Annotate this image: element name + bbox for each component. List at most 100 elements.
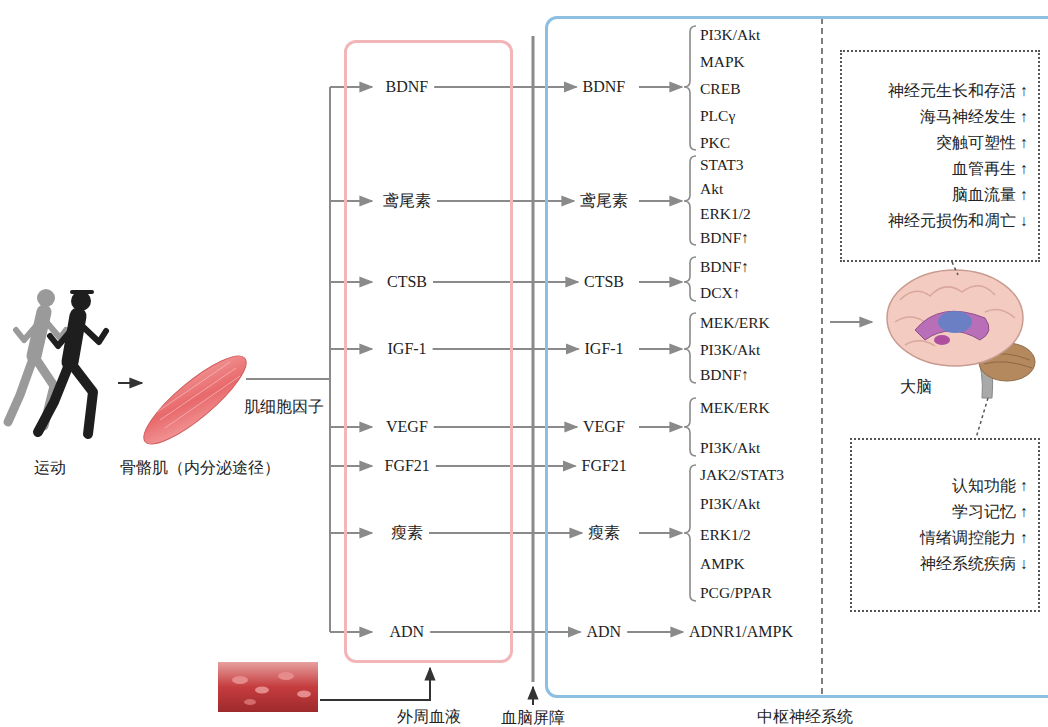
factor-node: IGF-1 [385, 338, 430, 360]
flow-arrow [830, 321, 872, 323]
pathway-label: CREB [700, 79, 740, 98]
connector-arrow [627, 631, 683, 633]
connector-arrow [434, 86, 576, 88]
factor-node: VEGF [383, 416, 431, 438]
factor-label: BDNF [386, 78, 429, 95]
effect-item: 神经元损伤和凋亡 ↓ [888, 208, 1028, 234]
effect-item: 神经元生长和存活 ↑ [888, 78, 1028, 104]
pathway-label: PI3K/Akt [700, 25, 760, 44]
factor-label: FGF21 [385, 457, 430, 474]
factor-node: ADNR1/AMPK [686, 621, 796, 643]
factor-node: BDNF [383, 76, 432, 98]
flow-arrow [118, 382, 142, 384]
branch-lines [246, 87, 372, 632]
barrier-line [532, 36, 535, 682]
callout-box: 神经元生长和存活 ↑海马神经发生 ↑突触可塑性 ↑血管再生 ↑脑血流量 ↑神经元… [840, 50, 1040, 262]
factor-label: VEGF [583, 418, 625, 435]
effect-item: 血管再生 ↑ [952, 156, 1028, 182]
factor-label: ADNR1/AMPK [689, 623, 793, 640]
factor-label: IGF-1 [585, 340, 624, 357]
effect-item: 情绪调控能力 ↑ [920, 525, 1028, 551]
factor-node: CTSB [384, 271, 430, 293]
factor-node: FGF21 [382, 455, 433, 477]
effect-item: 神经系统疾病 ↓ [920, 551, 1028, 577]
connector-arrow [429, 532, 582, 534]
pathway-label: PI3K/Akt [700, 438, 760, 457]
factor-node: IGF-1 [582, 338, 627, 360]
dashed-divider [821, 18, 823, 698]
factor-node: ADN [387, 621, 428, 643]
factor-label: 瘦素 [588, 524, 620, 541]
connector-arrow [437, 200, 574, 202]
pathway-label: AMPK [700, 554, 745, 573]
region-heading: 中枢神经系统 [757, 707, 853, 727]
effect-item: 海马神经发生 ↑ [920, 104, 1028, 130]
pathway-label: PI3K/Akt [700, 494, 760, 513]
pathway-label: STAT3 [700, 155, 744, 174]
pathway-label: BDNF↑ [700, 228, 749, 247]
pathway-label: BDNF↑ [700, 257, 749, 276]
factor-label: CTSB [387, 273, 427, 290]
runner-silhouette [8, 289, 106, 434]
pathway-label: Akt [700, 179, 723, 198]
pathway-label: BDNF↑ [700, 365, 749, 384]
factor-label: ADN [390, 623, 425, 640]
factor-node: ADN [584, 621, 625, 643]
caption-label: 大脑 [900, 377, 932, 396]
pathway-label: JAK2/STAT3 [700, 465, 784, 484]
factor-label: VEGF [386, 418, 428, 435]
caption-label: 骨骼肌（内分泌途径） [120, 458, 280, 477]
brace [684, 26, 696, 601]
factor-label: 鸢尾素 [580, 192, 628, 209]
blood-arrow [320, 668, 430, 700]
pathway-label: DCX↑ [700, 283, 740, 302]
pathway-label: PLCγ [700, 106, 735, 125]
leader-line [976, 398, 988, 438]
factor-label: ADN [587, 623, 622, 640]
caption-label: 血脑屏障 [501, 708, 565, 727]
callout-box: 认知功能 ↑学习记忆 ↑情绪调控能力 ↑神经系统疾病 ↓ [850, 438, 1040, 612]
pathway-label: ERK1/2 [700, 204, 751, 223]
factor-node: CTSB [581, 271, 627, 293]
factor-label: 鸢尾素 [383, 192, 431, 209]
factor-label: FGF21 [582, 457, 627, 474]
muscle-illustration [134, 344, 257, 455]
effect-item: 认知功能 ↑ [952, 473, 1028, 499]
pathway-label: MAPK [700, 52, 745, 71]
factor-node: VEGF [580, 416, 628, 438]
pathway-label: PI3K/Akt [700, 340, 760, 359]
brain-illustration [887, 270, 1035, 398]
leader-line [952, 262, 958, 275]
factor-node: FGF21 [579, 455, 630, 477]
factor-node: 鸢尾素 [577, 190, 631, 212]
leader-arrow [532, 687, 534, 705]
caption-label: 运动 [34, 458, 66, 477]
connector-arrow [434, 426, 577, 428]
pathway-arrows [639, 87, 682, 533]
factor-node: BDNF [580, 76, 629, 98]
region-box: 外周血液BDNF鸢尾素CTSBIGF-1VEGFFGF21瘦素ADN [344, 40, 513, 663]
factor-label: CTSB [584, 273, 624, 290]
blood-vessel-illustration [218, 662, 318, 712]
factor-node: 瘦素 [388, 522, 426, 544]
effect-item: 突触可塑性 ↑ [936, 130, 1028, 156]
factor-node: 鸢尾素 [380, 190, 434, 212]
region-box: 中枢神经系统BDNF鸢尾素CTSBIGF-1VEGFFGF21瘦素ADNADNR… [545, 16, 1048, 698]
factor-label: IGF-1 [388, 340, 427, 357]
connector-arrow [436, 465, 576, 467]
pathway-label: MEK/ERK [700, 313, 770, 332]
connector-arrow [433, 348, 579, 350]
factor-node: 瘦素 [585, 522, 623, 544]
factor-label: 瘦素 [391, 524, 423, 541]
effect-item: 学习记忆 ↑ [952, 499, 1028, 525]
connector-arrow [433, 281, 578, 283]
effect-item: 脑血流量 ↑ [952, 182, 1028, 208]
pathway-label: ERK1/2 [700, 525, 751, 544]
pathway-label: PCG/PPAR [700, 583, 772, 602]
caption-label: 肌细胞因子 [244, 397, 324, 416]
factor-label: BDNF [583, 78, 626, 95]
pathway-label: PKC [700, 133, 730, 152]
connector-arrow [430, 631, 580, 633]
region-heading: 外周血液 [397, 707, 461, 727]
